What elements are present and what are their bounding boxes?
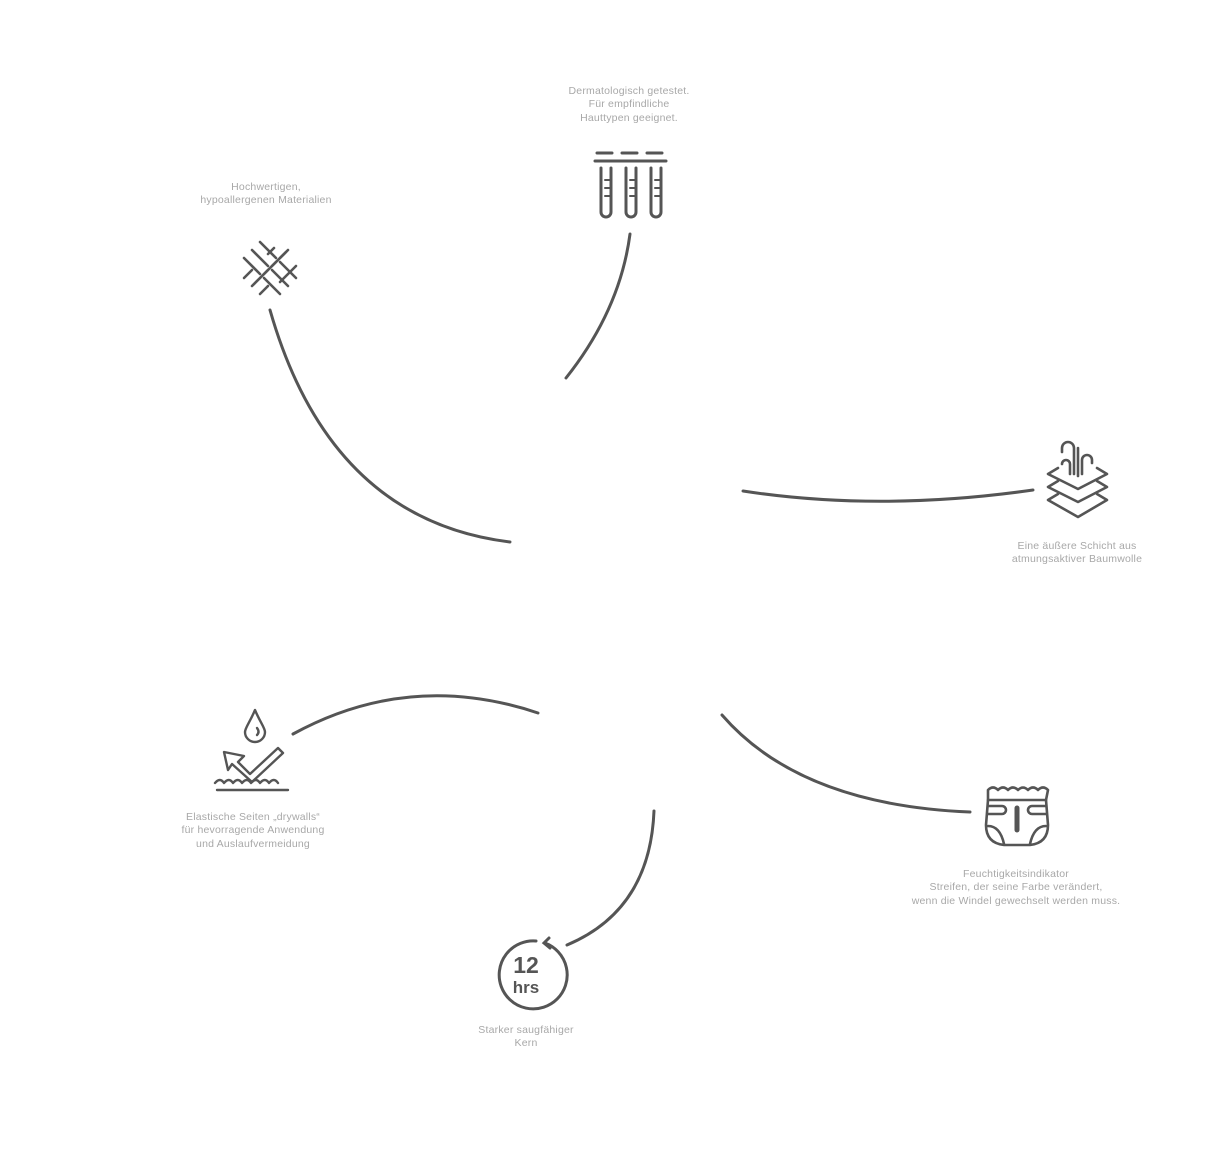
connector-materials [268, 308, 512, 544]
connector-core [565, 809, 656, 947]
icon-text-12: 12 [513, 952, 539, 978]
icon-text-hrs: hrs [513, 978, 539, 997]
label-line: atmungsaktiver Baumwolle [1011, 553, 1143, 566]
label-line: Hochwertigen, [231, 181, 301, 193]
feature-label-indicator: Feuchtigkeitsindikator Streifen, der sei… [912, 868, 1121, 908]
connector-cotton [741, 488, 1035, 503]
label-line: Kern [514, 1037, 538, 1050]
connector-dermatology [564, 232, 632, 380]
label-line: Dermatologisch getestet. [568, 85, 690, 97]
twelve-hours-icon: 12 hrs [497, 936, 569, 1011]
label-line: Für empfindliche [588, 98, 670, 111]
label-line: Elastische Seiten „drywalls“ [186, 811, 320, 823]
breathable-layers-icon [1046, 440, 1109, 519]
label-line: Eine äußere Schicht aus [1017, 540, 1137, 552]
label-line: Feuchtigkeitsindikator [963, 868, 1069, 880]
feature-label-materials: Hochwertigen, hypoallergenen Materialien [200, 181, 331, 208]
label-line: hypoallergenen Materialien [200, 194, 332, 207]
connector-drywalls [291, 694, 540, 736]
test-tubes-icon [593, 151, 668, 219]
label-line: Hauttypen geeignet. [580, 111, 678, 124]
feature-label-dermatology: Dermatologisch getestet. Für empfindlich… [569, 85, 690, 125]
water-repellent-icon [213, 708, 290, 792]
label-line: Starker saugfähiger [478, 1024, 574, 1036]
label-line: Streifen, der seine Farbe verändert, [929, 881, 1103, 894]
feature-label-cotton: Eine äußere Schicht aus atmungsaktiver B… [1012, 540, 1142, 567]
diaper-indicator-icon [984, 786, 1050, 847]
connector-indicator [720, 713, 972, 814]
fabric-weave-icon [242, 240, 298, 296]
feature-label-drywalls: Elastische Seiten „drywalls“ für hevorra… [182, 811, 325, 851]
label-line: für hevorragende Anwendung [181, 824, 325, 837]
label-line: und Auslaufvermeidung [196, 837, 310, 850]
feature-label-core: Starker saugfähiger Kern [478, 1024, 573, 1051]
label-line: wenn die Windel gewechselt werden muss. [911, 894, 1121, 907]
